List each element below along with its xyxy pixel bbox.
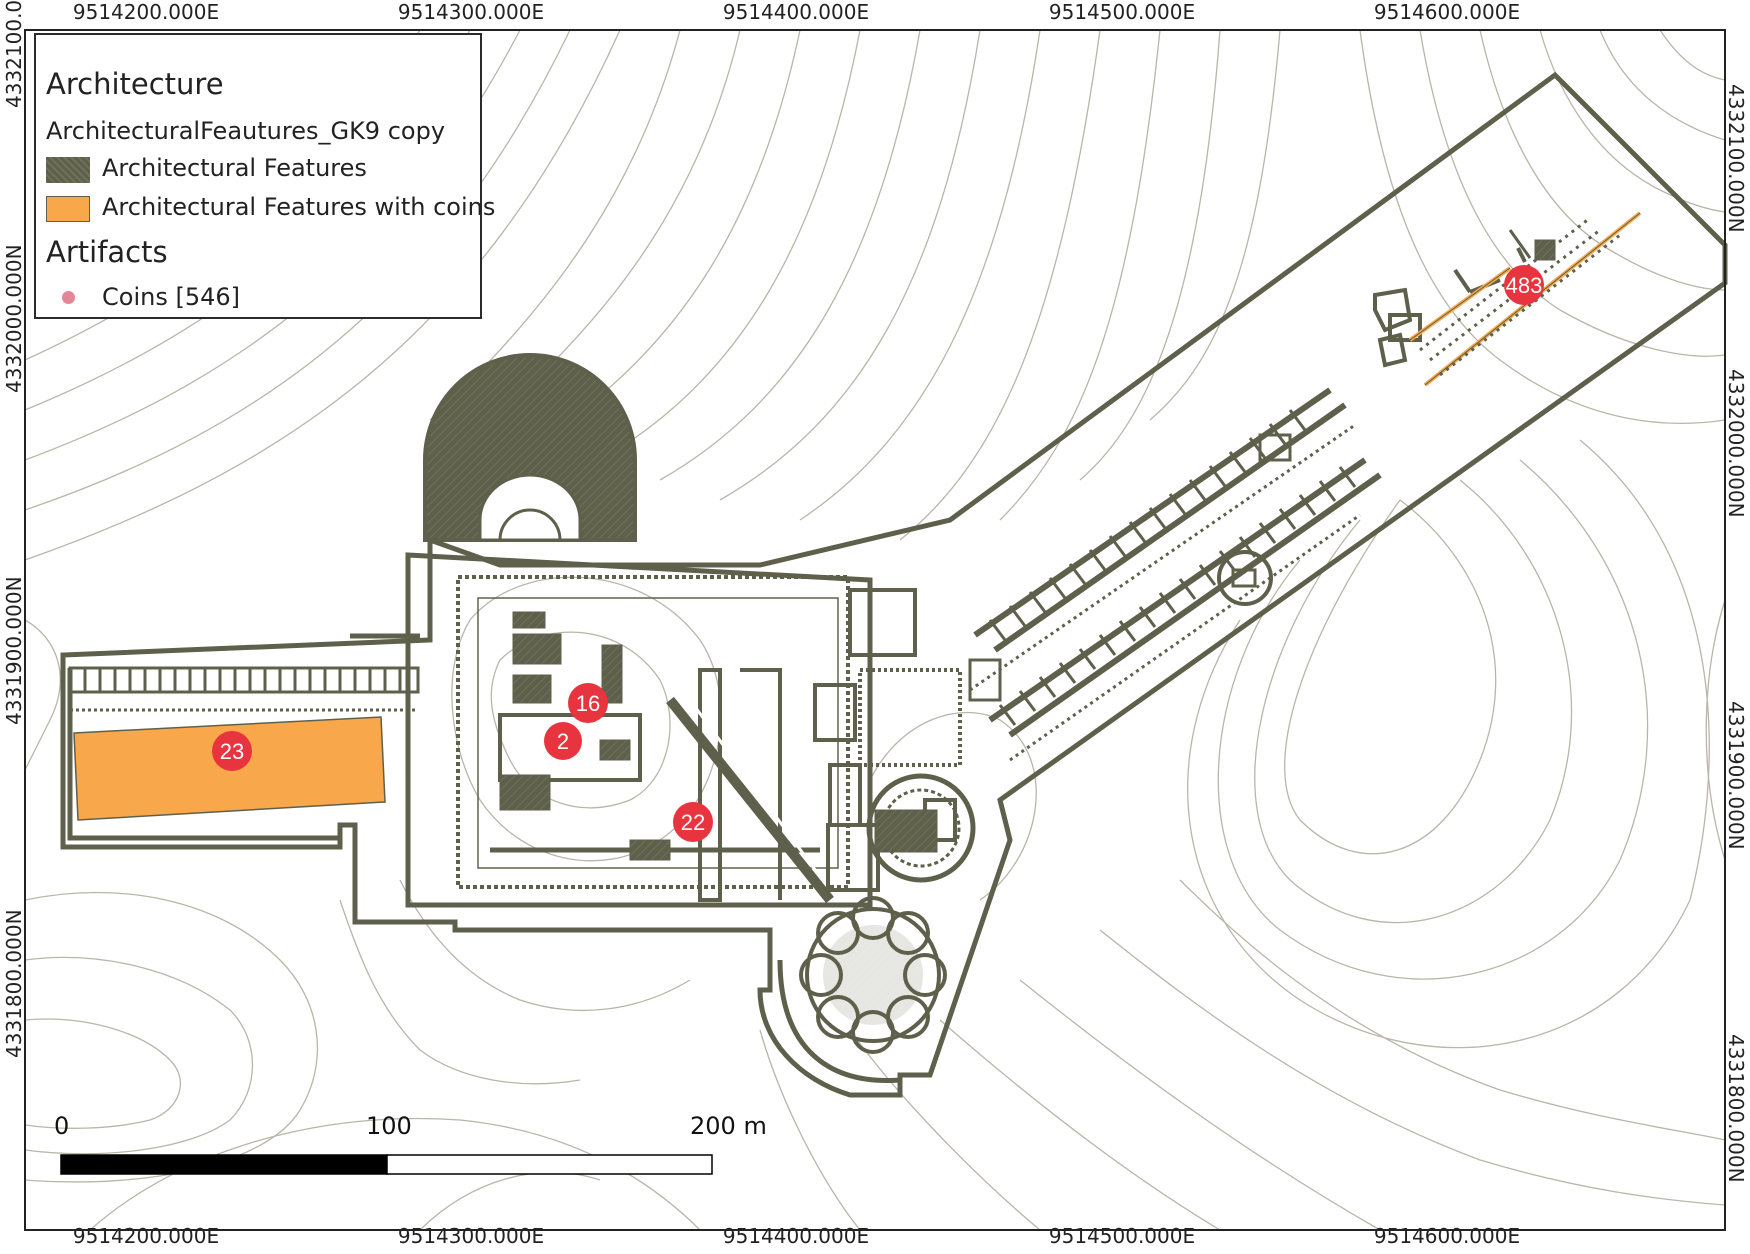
coin-cluster-483[interactable]: 483 bbox=[1504, 265, 1544, 305]
coord-bottom-2: 9514300.000E bbox=[397, 1224, 545, 1248]
theatre bbox=[423, 353, 637, 542]
legend-coin-dot bbox=[62, 291, 75, 304]
scale-label-200: 200 m bbox=[690, 1112, 767, 1140]
diagonal-stoas bbox=[969, 387, 1382, 762]
gate-structures bbox=[968, 433, 1292, 702]
legend-features-with-coins-label: Architectural Features with coins bbox=[102, 193, 496, 221]
coord-bottom-5: 9514600.000E bbox=[1373, 1224, 1521, 1248]
coord-top-3: 9514400.000E bbox=[722, 0, 870, 24]
svg-text:22: 22 bbox=[681, 810, 705, 835]
coin-cluster-23[interactable]: 23 bbox=[212, 731, 252, 771]
svg-text:16: 16 bbox=[576, 691, 600, 716]
temple-cella bbox=[874, 809, 938, 853]
coord-top-2: 9514300.000E bbox=[397, 0, 545, 24]
legend-features-label: Architectural Features bbox=[102, 154, 367, 182]
legend: Architecture ArchitecturalFeautures_GK9 … bbox=[34, 33, 495, 319]
legend-coins-label: Coins [546] bbox=[102, 283, 240, 311]
coin-cluster-2[interactable]: 2 bbox=[544, 722, 582, 760]
legend-swatch-features-with-coins bbox=[46, 196, 90, 222]
circular-monument bbox=[1217, 550, 1273, 606]
legend-layer-name: ArchitecturalFeautures_GK9 copy bbox=[46, 117, 446, 145]
legend-artifacts-title: Artifacts bbox=[46, 235, 168, 269]
east-buildings bbox=[813, 588, 976, 892]
colonnade bbox=[68, 666, 420, 712]
svg-text:23: 23 bbox=[220, 739, 244, 764]
coord-top-1: 9514200.000E bbox=[72, 0, 220, 24]
svg-text:483: 483 bbox=[1506, 273, 1543, 298]
svg-text:2: 2 bbox=[557, 729, 569, 754]
scale-label-0: 0 bbox=[54, 1112, 70, 1140]
coin-markers[interactable]: 483 16 2 23 22 bbox=[212, 265, 1544, 842]
coin-cluster-22[interactable]: 22 bbox=[673, 802, 713, 842]
legend-architecture-title: Architecture bbox=[46, 67, 224, 101]
coin-cluster-16[interactable]: 16 bbox=[568, 683, 608, 723]
ne-complex bbox=[1373, 247, 1527, 368]
coord-bottom-3: 9514400.000E bbox=[722, 1224, 870, 1248]
round-building bbox=[777, 896, 947, 1083]
map-frame bbox=[24, 29, 1726, 1231]
scale-bar bbox=[60, 1154, 713, 1175]
site-enclosure bbox=[60, 71, 1728, 1098]
coord-bottom-4: 9514500.000E bbox=[1048, 1224, 1196, 1248]
coord-bottom-1: 9514200.000E bbox=[72, 1224, 220, 1248]
scale-label-100: 100 bbox=[366, 1112, 412, 1140]
coord-top-4: 9514500.000E bbox=[1048, 0, 1196, 24]
coord-top-5: 9514600.000E bbox=[1373, 0, 1521, 24]
legend-swatch-features bbox=[46, 157, 90, 183]
court-buildings bbox=[499, 611, 671, 861]
stoa-dividers bbox=[988, 409, 1357, 726]
